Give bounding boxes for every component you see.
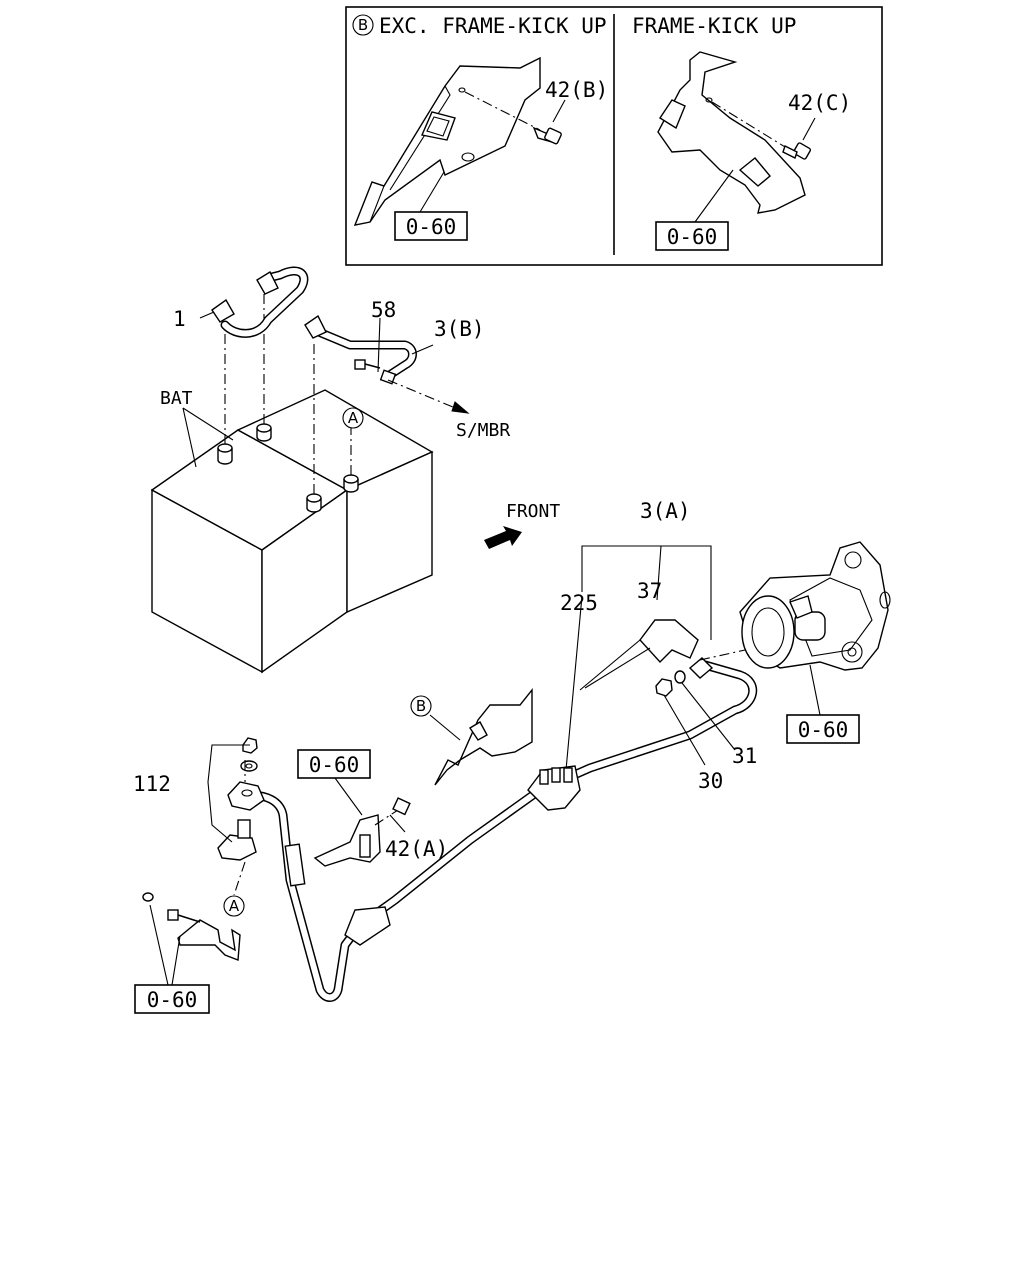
battery-drawing bbox=[150, 266, 470, 674]
clip-225-label: 225 bbox=[560, 591, 598, 615]
ground-112-label: 112 bbox=[133, 772, 171, 796]
cable-3b-label: 3(B) bbox=[434, 317, 485, 341]
inset-right-title: FRAME-KICK UP bbox=[632, 14, 796, 38]
bat-label: BAT bbox=[160, 388, 193, 409]
starter-motor-drawing bbox=[699, 541, 891, 716]
ref-left-label: 0-60 bbox=[406, 215, 457, 239]
cable-3a-label: 3(A) bbox=[640, 499, 691, 523]
smbr-label: S/MBR bbox=[456, 420, 510, 441]
marker-b-circle bbox=[352, 14, 374, 36]
nut-30-label: 30 bbox=[698, 769, 723, 793]
ref-bottom-label: 0-60 bbox=[147, 988, 198, 1012]
bracket-42a-drawing bbox=[313, 777, 411, 867]
inset-frame bbox=[345, 6, 883, 266]
ref-starter-label: 0-60 bbox=[798, 718, 849, 742]
washer-31-label: 31 bbox=[732, 744, 757, 768]
inset-left-marker: B bbox=[358, 16, 368, 34]
ref-box-bracket bbox=[297, 749, 371, 779]
bolt-42b-label: 42(B) bbox=[545, 78, 608, 102]
marker-b-circle-main bbox=[410, 695, 432, 717]
marker-a-top-circle bbox=[342, 407, 364, 429]
front-arrow-icon bbox=[484, 526, 522, 549]
terminal-1-label: 1 bbox=[173, 307, 186, 331]
bracket-right-drawing bbox=[657, 51, 816, 223]
ref-bracket-label: 0-60 bbox=[309, 753, 360, 777]
ref-right-label: 0-60 bbox=[667, 225, 718, 249]
ref-box-left bbox=[394, 211, 468, 241]
cover-37-label: 37 bbox=[637, 579, 662, 603]
marker-a-top: A bbox=[348, 409, 359, 427]
bracket-left-drawing bbox=[353, 56, 566, 226]
inset-left-title: EXC. FRAME-KICK UP bbox=[379, 14, 607, 38]
front-label: FRONT bbox=[506, 501, 560, 522]
marker-a-bottom: A bbox=[229, 897, 240, 915]
battery-posts bbox=[217, 423, 359, 513]
marker-a-bottom-circle bbox=[223, 895, 245, 917]
bolt-42a-label: 42(A) bbox=[385, 837, 448, 861]
bolt-42c-label: 42(C) bbox=[788, 91, 851, 115]
starter-cable-drawing bbox=[245, 619, 758, 1002]
bottom-bracket-drawing bbox=[142, 892, 241, 986]
ref-box-bottom bbox=[134, 984, 210, 1014]
ref-box-starter bbox=[786, 714, 860, 744]
inset-panel: B EXC. FRAME-KICK UP FRAME-KICK UP 42(B)… bbox=[345, 6, 883, 266]
bracket-b-drawing bbox=[429, 688, 533, 786]
bolt-58-label: 58 bbox=[371, 298, 396, 322]
ground-terminal-drawing bbox=[207, 737, 265, 896]
ref-box-right bbox=[655, 221, 729, 251]
marker-b-main: B bbox=[416, 697, 426, 715]
